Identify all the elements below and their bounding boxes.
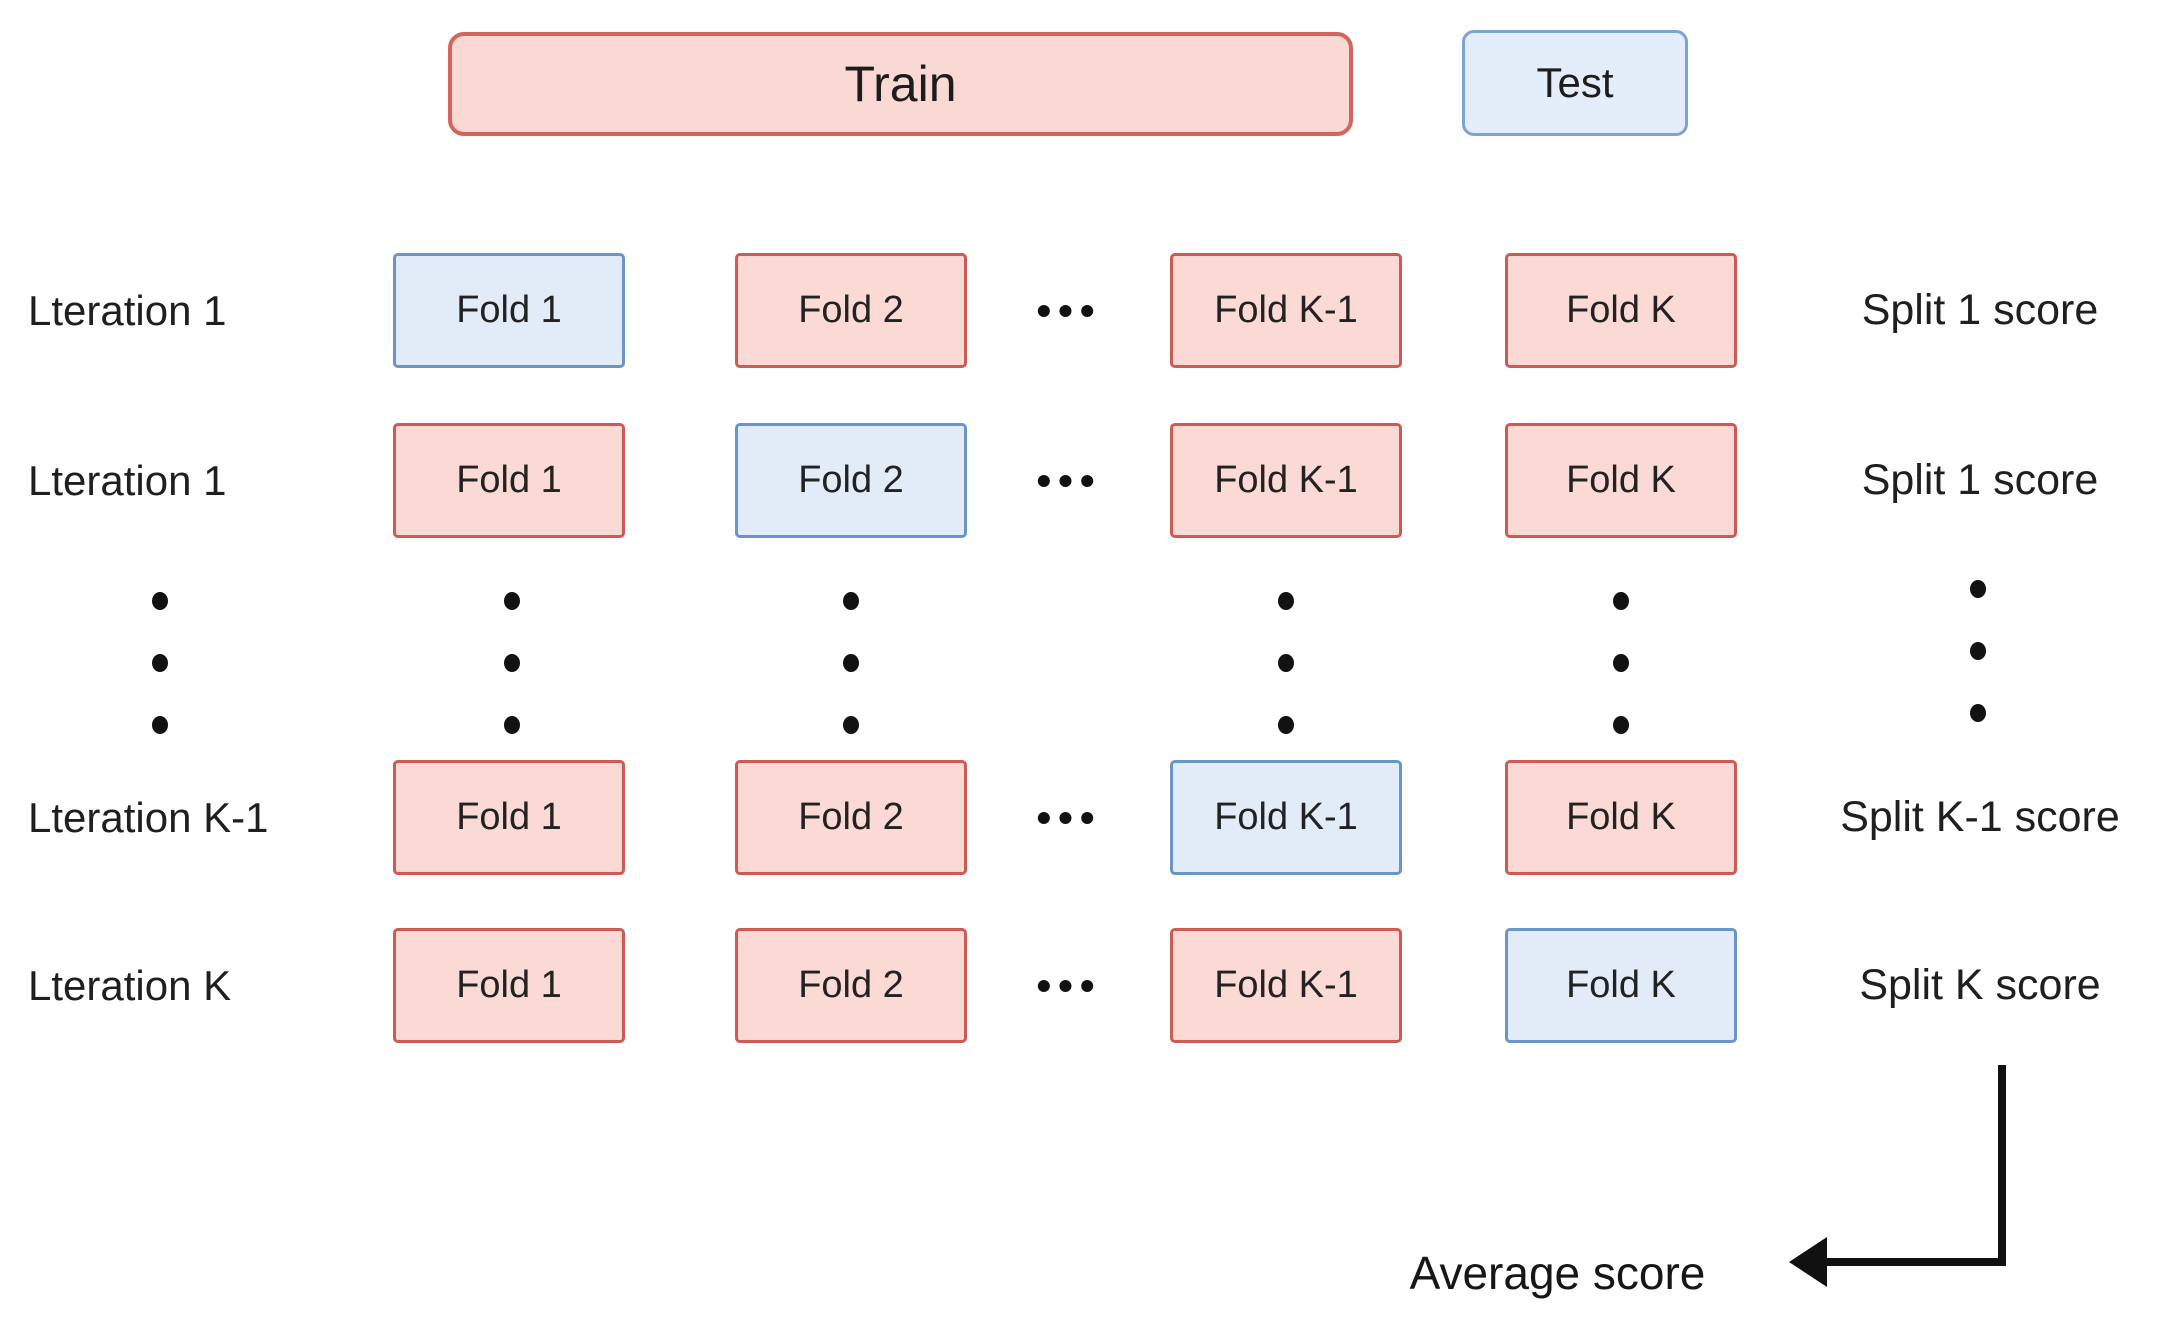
ellipsis-vertical	[843, 592, 859, 734]
train-legend-box: Train	[448, 32, 1353, 136]
ellipsis-horizontal: •••	[1036, 793, 1102, 841]
iteration-label: Lteration 1	[28, 286, 227, 334]
elbow-arrow	[1789, 1065, 2006, 1287]
fold-box: Fold K	[1505, 760, 1737, 875]
ellipsis-vertical	[1613, 592, 1629, 734]
fold-box: Fold K-1	[1170, 253, 1402, 368]
fold-box: Fold 2	[735, 928, 967, 1043]
iteration-label: Lteration K	[28, 961, 232, 1009]
split-score-label: Split K score	[1859, 961, 2101, 1009]
fold-box: Fold K-1	[1170, 423, 1402, 538]
fold-box: Fold K-1	[1170, 760, 1402, 875]
test-legend-box: Test	[1462, 30, 1688, 136]
ellipsis-vertical	[1970, 580, 1986, 722]
average-score-label: Average score	[1409, 1247, 1706, 1299]
split-score-label: Split 1 score	[1861, 286, 2099, 334]
split-score-label: Split 1 score	[1861, 456, 2099, 504]
fold-box: Fold K-1	[1170, 928, 1402, 1043]
test-legend-label: Test	[1536, 59, 1614, 106]
ellipsis-horizontal: •••	[1036, 961, 1102, 1009]
ellipsis-horizontal: •••	[1036, 456, 1102, 504]
fold-box: Fold 1	[393, 423, 625, 538]
fold-box: Fold K	[1505, 423, 1737, 538]
fold-box: Fold 2	[735, 760, 967, 875]
fold-box: Fold K	[1505, 253, 1737, 368]
fold-box: Fold K	[1505, 928, 1737, 1043]
iteration-label: Lteration K-1	[28, 793, 269, 841]
fold-box: Fold 1	[393, 253, 625, 368]
fold-box: Fold 1	[393, 928, 625, 1043]
ellipsis-vertical	[152, 592, 168, 734]
ellipsis-vertical	[504, 592, 520, 734]
train-legend-label: Train	[844, 56, 957, 112]
iteration-label: Lteration 1	[28, 456, 227, 504]
ellipsis-vertical	[1278, 592, 1294, 734]
fold-box: Fold 2	[735, 423, 967, 538]
fold-box: Fold 2	[735, 253, 967, 368]
fold-box: Fold 1	[393, 760, 625, 875]
split-score-label: Split K-1 score	[1840, 793, 2120, 841]
ellipsis-horizontal: •••	[1036, 286, 1102, 334]
